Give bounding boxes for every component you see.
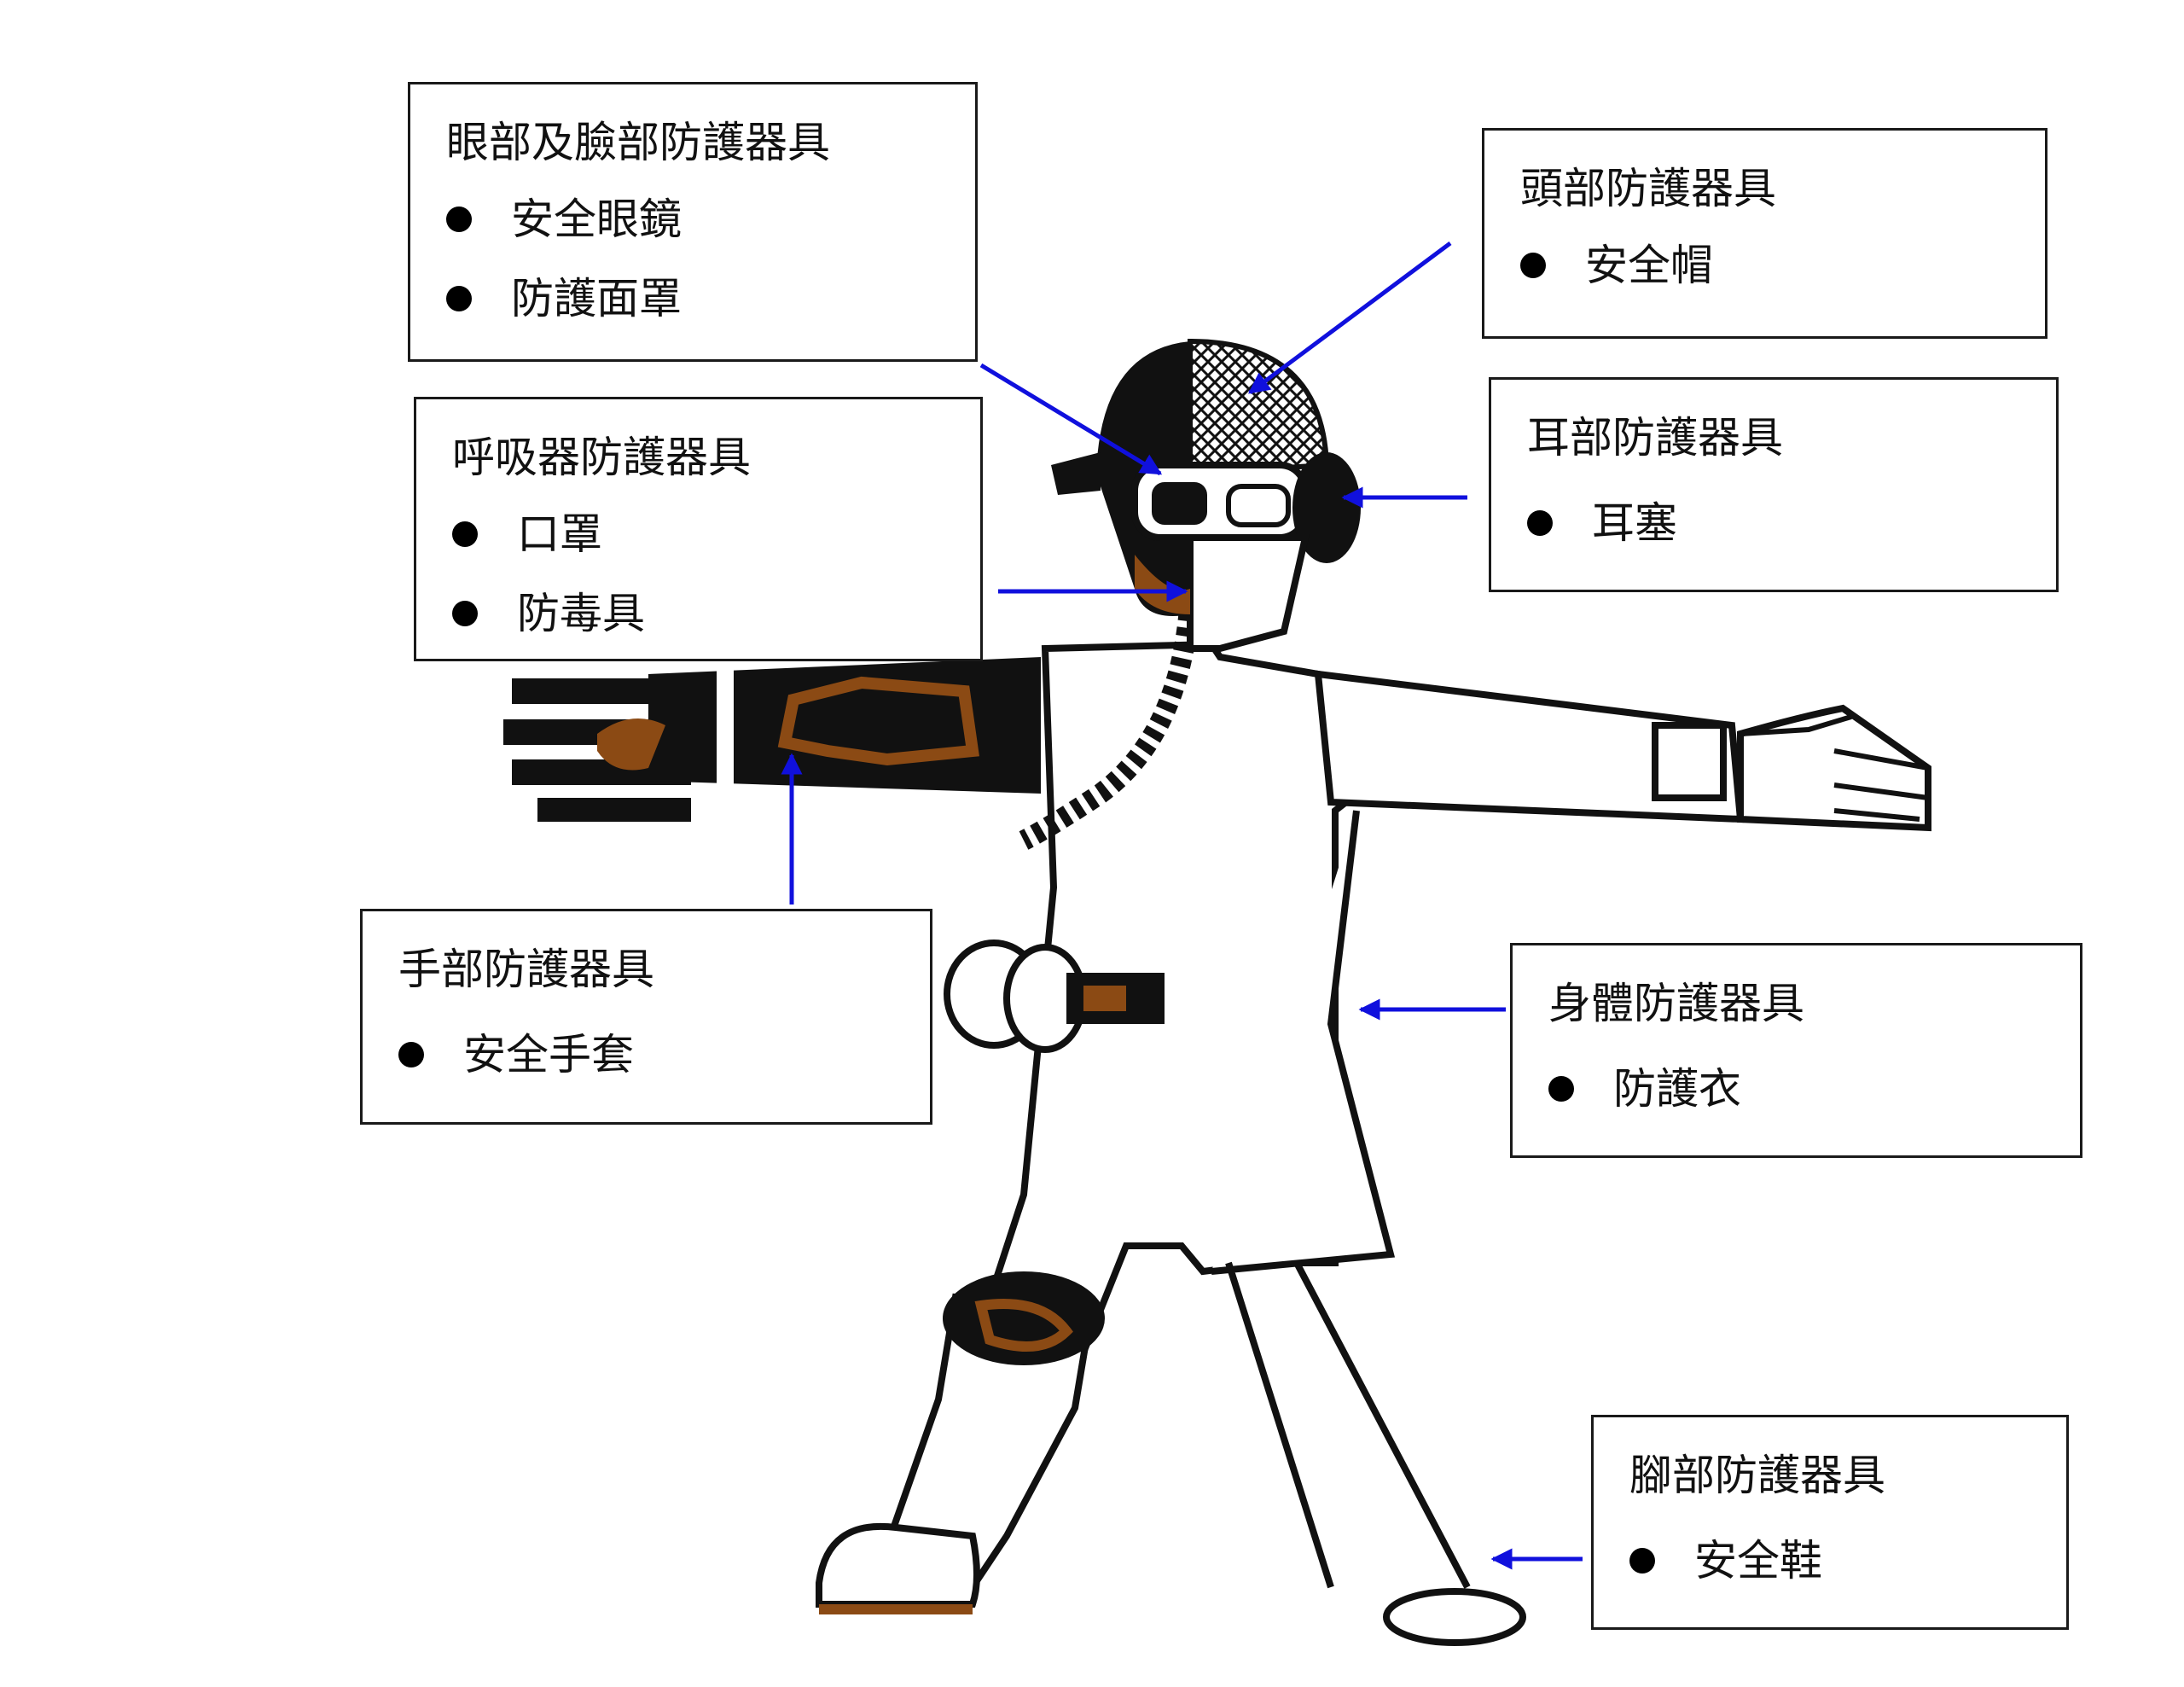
respiratory-callout: 呼吸器防護器具 口罩 防毒具 xyxy=(414,397,983,661)
foot-list: 安全鞋 xyxy=(1629,1535,1822,1614)
head xyxy=(1051,338,1361,652)
head-list: 安全帽 xyxy=(1520,240,1713,319)
foot-callout: 腳部防護器具 安全鞋 xyxy=(1591,1415,2069,1630)
body-callout: 身體防護器具 防護衣 xyxy=(1510,943,2082,1158)
bullet-icon xyxy=(452,521,478,547)
body-list: 防護衣 xyxy=(1548,1063,1741,1143)
ear-callout: 耳部防護器具 耳塞 xyxy=(1489,377,2059,592)
eye-face-arrow xyxy=(979,363,1163,476)
list-item: 口罩 xyxy=(452,509,645,560)
list-item: 耳塞 xyxy=(1527,497,1677,549)
head-title: 頭部防護器具 xyxy=(1520,164,1776,213)
respiratory-list: 口罩 防毒具 xyxy=(452,509,645,667)
eye-face-title: 眼部及臉部防護器具 xyxy=(446,118,830,167)
list-item: 防毒具 xyxy=(452,588,645,639)
list-item: 安全鞋 xyxy=(1629,1535,1822,1586)
bullet-icon xyxy=(398,1042,424,1067)
bullet-icon xyxy=(1548,1076,1574,1102)
gloved-arm xyxy=(503,657,1041,822)
body-title: 身體防護器具 xyxy=(1548,979,1804,1028)
bullet-icon xyxy=(446,286,472,311)
bullet-icon xyxy=(1520,253,1546,278)
hand-callout: 手部防護器具 安全手套 xyxy=(360,909,932,1125)
respiratory-title: 呼吸器防護器具 xyxy=(452,433,751,482)
hand-list: 安全手套 xyxy=(398,1029,634,1108)
breathing-hose xyxy=(1019,596,1200,850)
bullet-icon xyxy=(1629,1548,1655,1574)
right-leg xyxy=(816,1271,1105,1614)
list-item: 防護面罩 xyxy=(446,273,682,324)
ear-title: 耳部防護器具 xyxy=(1527,413,1783,462)
ear-list: 耳塞 xyxy=(1527,497,1677,577)
pointer-arrows xyxy=(781,241,1583,1570)
list-item: 安全眼鏡 xyxy=(446,194,682,245)
safety-shoe xyxy=(1383,1588,1526,1646)
bare-hand xyxy=(1740,714,1929,822)
bullet-icon xyxy=(446,207,472,232)
list-item: 安全帽 xyxy=(1520,240,1713,291)
head-arrow xyxy=(1247,241,1452,395)
protective-suit xyxy=(955,640,1931,1589)
bullet-icon xyxy=(1527,510,1553,536)
list-item: 安全手套 xyxy=(398,1029,634,1080)
foot-title: 腳部防護器具 xyxy=(1629,1451,1885,1500)
head-callout: 頭部防護器具 安全帽 xyxy=(1482,128,2048,339)
hand-title: 手部防護器具 xyxy=(398,945,654,994)
list-item: 防護衣 xyxy=(1548,1063,1741,1114)
eye-face-callout: 眼部及臉部防護器具 安全眼鏡 防護面罩 xyxy=(408,82,978,362)
bullet-icon xyxy=(452,601,478,626)
filter-canister xyxy=(944,939,1165,1053)
eye-face-list: 安全眼鏡 防護面罩 xyxy=(446,194,682,352)
